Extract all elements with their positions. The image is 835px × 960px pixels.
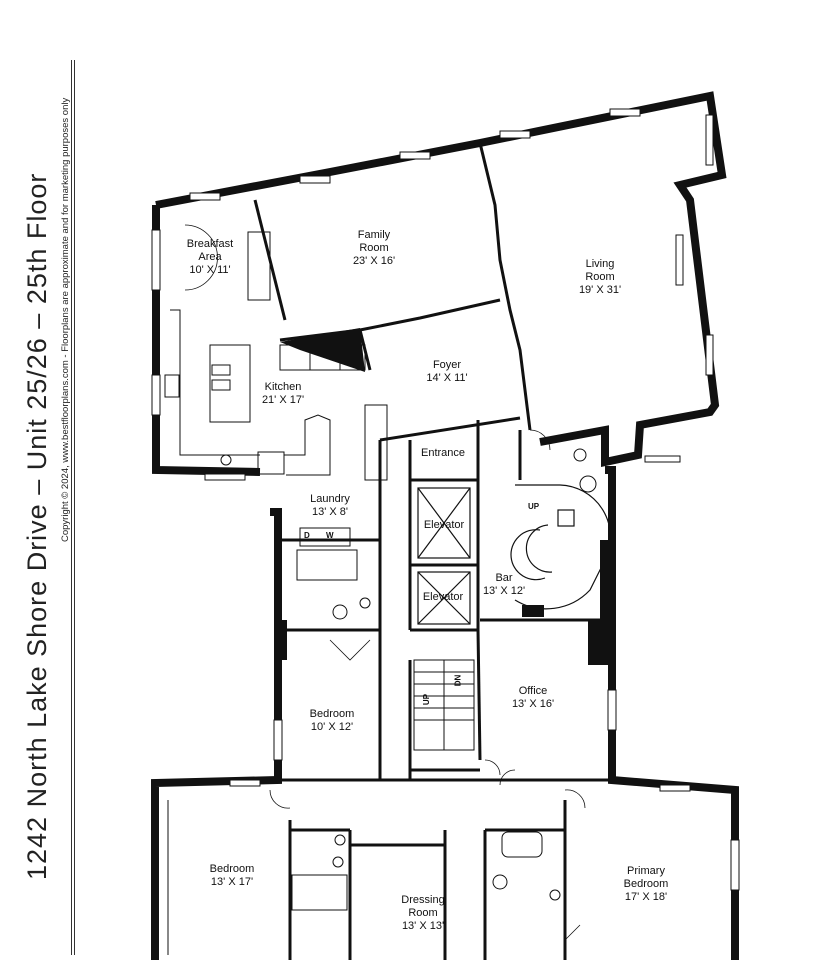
room-office: Office 13' X 16' [512,685,554,711]
room-name: Elevator [422,591,464,603]
room-name: Family [357,229,391,241]
room-dressing-room: Dressing Room 13' X 13' [401,894,444,933]
room-size: 21' X 17' [261,394,305,406]
room-name: Living [585,258,615,270]
room-name: Breakfast [186,238,234,250]
room-kitchen: Kitchen 21' X 17' [262,381,304,407]
room-name: Foyer [432,359,462,371]
room-size: 13' X 12' [482,585,526,597]
room-living-room: Living Room 19' X 31' [579,258,621,297]
room-name: Bedroom [209,863,255,875]
kitchen-fixtures [164,231,388,481]
room-name: Laundry [310,493,350,505]
room-size: 17' X 18' [624,891,668,903]
room-size: 10' X 12' [310,721,354,733]
room-size: 13' X 16' [511,698,555,710]
bar-stair-up-label: UP [528,502,540,511]
room-family-room: Family Room 23' X 16' [353,229,395,268]
room-name: Office [518,685,548,697]
room-name: Bar [495,572,513,584]
spiral-stair [510,484,611,610]
room-name: Dressing [401,894,445,906]
room-bar: Bar 13' X 12' [483,572,525,598]
room-size: 13' X 17' [210,876,254,888]
room-name: Area [198,251,222,263]
solid-wall-fills [152,310,614,665]
bath-fixtures [167,448,597,955]
room-laundry: Laundry 13' X 8' [310,493,350,519]
room-name: Bedroom [309,708,355,720]
room-bedroom-left: Bedroom 13' X 17' [210,863,255,889]
elevators [417,487,471,625]
door-swings [184,224,586,941]
stairs [413,659,475,751]
room-size: 14' X 11' [426,372,468,384]
room-name: Room [585,271,615,283]
room-entrance: Entrance [421,447,465,460]
room-size: 13' X 13' [401,920,445,932]
stair-up-label: UP [422,693,432,706]
room-name: Primary [627,865,665,877]
room-breakfast-area: Breakfast Area 10' X 11' [187,238,233,277]
room-name: Room [408,907,438,919]
room-name: Room [359,242,389,254]
room-name: Kitchen [264,381,302,393]
room-size: 19' X 31' [578,284,622,296]
stair-down-label: DN [453,674,463,687]
room-size: 23' X 16' [352,255,396,267]
room-name: Entrance [420,447,466,459]
elevator-lower: Elevator [423,591,463,604]
washer-label: W [326,531,334,540]
room-name: Bedroom [623,878,669,890]
room-primary-bedroom: Primary Bedroom 17' X 18' [624,865,669,904]
title-rule [71,60,75,955]
dishwasher-label: D [304,531,310,540]
elevator-upper: Elevator [424,519,464,532]
room-foyer: Foyer 14' X 11' [426,359,467,385]
room-name: Elevator [423,519,465,531]
room-bedroom-small: Bedroom 10' X 12' [310,708,355,734]
room-size: 13' X 8' [311,506,349,518]
windows [151,108,740,891]
room-size: 10' X 11' [189,264,231,276]
interior-walls [253,142,612,960]
